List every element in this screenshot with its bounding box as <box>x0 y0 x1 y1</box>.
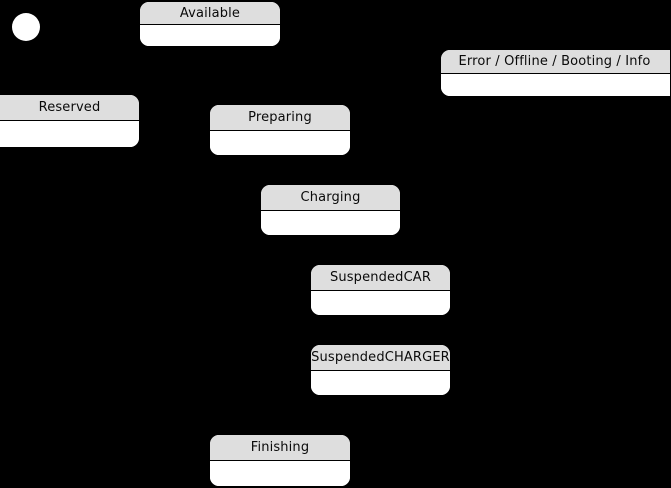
state-node-suspendedcar[interactable]: SuspendedCAR <box>311 265 450 315</box>
state-label-available: Available <box>140 2 280 25</box>
state-body-reserved <box>0 121 139 147</box>
state-body-available <box>140 25 280 46</box>
state-body-suspendedcharger <box>311 371 450 395</box>
state-body-preparing <box>210 131 350 155</box>
state-body-suspendedcar <box>311 291 450 315</box>
initial-state-circle-icon <box>12 13 40 41</box>
state-label-suspendedcharger: SuspendedCHARGER <box>311 345 450 371</box>
state-label-finishing: Finishing <box>210 435 350 461</box>
state-node-suspendedcharger[interactable]: SuspendedCHARGER <box>311 345 450 395</box>
state-label-charging: Charging <box>261 185 400 211</box>
state-node-error-offline-booting-info[interactable]: Error / Offline / Booting / Info <box>441 50 670 96</box>
state-label-error-offline-booting-info: Error / Offline / Booting / Info <box>441 50 670 74</box>
state-body-charging <box>261 211 400 235</box>
state-body-finishing <box>210 461 350 486</box>
state-node-preparing[interactable]: Preparing <box>210 105 350 155</box>
state-node-reserved[interactable]: Reserved <box>0 95 139 147</box>
state-label-preparing: Preparing <box>210 105 350 131</box>
state-label-suspendedcar: SuspendedCAR <box>311 265 450 291</box>
state-node-available[interactable]: Available <box>140 2 280 46</box>
state-label-reserved: Reserved <box>0 95 139 121</box>
state-node-finishing[interactable]: Finishing <box>210 435 350 486</box>
state-node-charging[interactable]: Charging <box>261 185 400 235</box>
state-body-error-offline-booting-info <box>441 74 670 96</box>
